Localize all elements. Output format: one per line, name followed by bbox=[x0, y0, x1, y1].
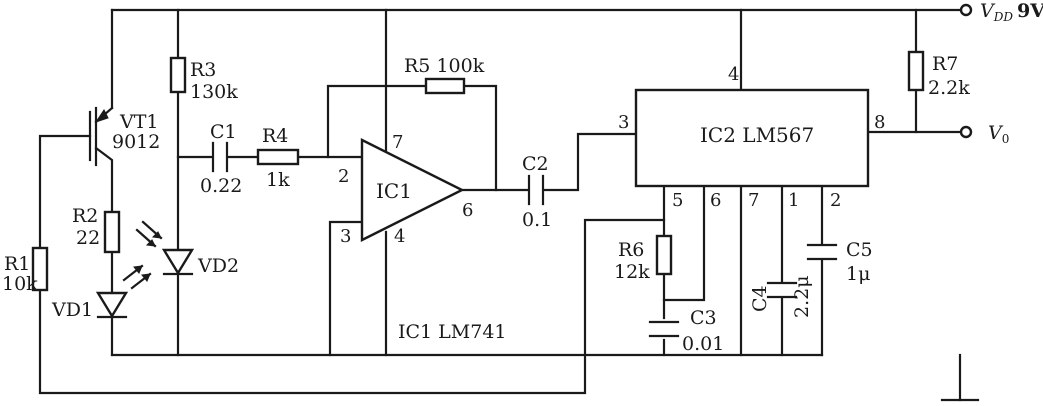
c3-capacitor bbox=[648, 320, 680, 338]
r2-name: R2 bbox=[72, 205, 98, 227]
r4-name: R4 bbox=[262, 125, 288, 147]
ic2-pin-1: 1 bbox=[788, 190, 799, 211]
vd1-name: VD1 bbox=[51, 299, 93, 321]
ic2-pin-5: 5 bbox=[672, 190, 683, 211]
ic2-pin-3: 3 bbox=[618, 112, 629, 133]
c4-name: C4 bbox=[749, 285, 771, 312]
c5-capacitor bbox=[806, 243, 838, 261]
vt1-name: VT1 bbox=[119, 111, 158, 133]
wires bbox=[38, 8, 980, 402]
r6-resistor bbox=[655, 234, 673, 276]
r3-name: R3 bbox=[190, 59, 216, 81]
ic2-pin-4: 4 bbox=[728, 64, 739, 85]
c1-value: 0.22 bbox=[200, 175, 242, 197]
r7-value: 2.2k bbox=[928, 77, 970, 99]
r7-resistor bbox=[907, 50, 925, 92]
ic2-pin-6: 6 bbox=[710, 190, 721, 211]
r1-resistor bbox=[31, 246, 49, 292]
ic2-title: IC2 LM567 bbox=[700, 123, 814, 147]
vout-terminal bbox=[959, 125, 973, 139]
ic1-pin-3: 3 bbox=[340, 226, 351, 247]
ic2-lm567-box bbox=[634, 88, 870, 188]
vd2-name: VD2 bbox=[197, 255, 239, 277]
ic1-pin-6: 6 bbox=[462, 200, 473, 221]
ic1-part-note: IC1 LM741 bbox=[398, 321, 507, 343]
r4-value: 1k bbox=[266, 169, 290, 191]
r7-name: R7 bbox=[932, 53, 958, 75]
vt1-value: 9012 bbox=[112, 131, 160, 153]
c3-name: C3 bbox=[690, 307, 717, 329]
ic1-name: IC1 bbox=[376, 179, 412, 203]
c1-capacitor bbox=[211, 141, 229, 173]
ic1-pin-4: 4 bbox=[394, 226, 405, 247]
vd2-photodiode bbox=[135, 220, 195, 276]
ic1-opamp bbox=[360, 138, 465, 242]
r1-value: 10k bbox=[2, 273, 38, 295]
c4-value: 2.2μ bbox=[791, 275, 813, 318]
c5-name: C5 bbox=[846, 239, 873, 261]
r6-name: R6 bbox=[618, 239, 644, 261]
r5-label: R5 100k bbox=[404, 55, 485, 77]
c2-value: 0.1 bbox=[522, 209, 552, 231]
c5-value: 1μ bbox=[846, 263, 870, 285]
r5-resistor bbox=[424, 77, 466, 95]
r6-value: 12k bbox=[614, 261, 650, 283]
c2-capacitor bbox=[527, 174, 545, 206]
r3-value: 130k bbox=[190, 81, 238, 103]
vt1-transistor bbox=[94, 106, 109, 167]
vd1-led bbox=[95, 264, 152, 319]
r3-resistor bbox=[169, 56, 187, 94]
c4-capacitor bbox=[766, 281, 798, 299]
r4-resistor bbox=[256, 148, 300, 166]
ic2-pin-7: 7 bbox=[748, 190, 759, 211]
r2-value: 22 bbox=[76, 227, 100, 249]
ic1-pin-2: 2 bbox=[338, 166, 349, 187]
c2-name: C2 bbox=[522, 153, 549, 175]
vout-label: V0 bbox=[988, 122, 1009, 146]
vdd-terminal bbox=[959, 3, 973, 17]
ic1-pin-7: 7 bbox=[392, 132, 403, 153]
r2-resistor bbox=[103, 210, 121, 254]
ic2-pin-2: 2 bbox=[830, 190, 841, 211]
c1-name: C1 bbox=[210, 121, 237, 143]
c3-value: 0.01 bbox=[682, 333, 724, 355]
r1-name: R1 bbox=[4, 253, 30, 275]
ic2-pin-8: 8 bbox=[874, 112, 885, 133]
